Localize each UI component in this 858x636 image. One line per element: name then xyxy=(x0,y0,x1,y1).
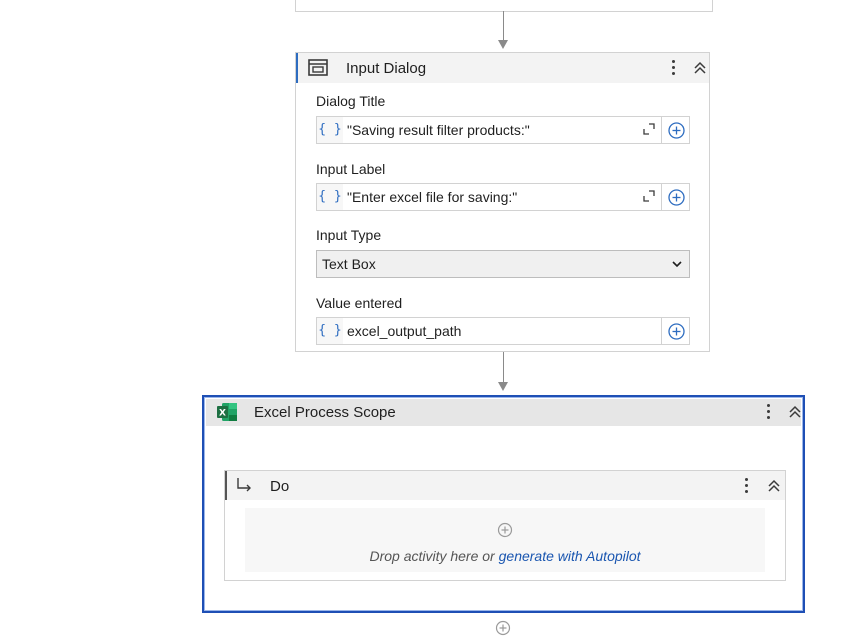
value-entered-label: Value entered xyxy=(316,295,403,311)
input-label-label: Input Label xyxy=(316,161,386,177)
field-separator xyxy=(661,184,662,210)
expand-editor-icon[interactable] xyxy=(643,190,655,202)
add-plus-icon[interactable] xyxy=(668,122,685,139)
connector-line xyxy=(503,352,504,383)
excel-icon: X xyxy=(217,403,237,421)
excel-scope-title: Excel Process Scope xyxy=(254,404,396,421)
window-icon xyxy=(308,59,328,76)
generate-with-autopilot-link[interactable]: generate with Autopilot xyxy=(498,548,641,564)
value-entered-field[interactable]: { } excel_output_path xyxy=(316,317,690,345)
input-dialog-card[interactable]: Input Dialog Dialog Title { } "Saving re… xyxy=(295,52,710,352)
field-separator xyxy=(661,117,662,143)
more-options-icon[interactable] xyxy=(672,60,676,78)
input-dialog-header[interactable]: Input Dialog xyxy=(296,53,709,83)
do-title: Do xyxy=(270,478,290,495)
chevron-down-icon[interactable] xyxy=(671,258,683,270)
expression-icon[interactable]: { } xyxy=(317,117,343,143)
more-options-icon[interactable] xyxy=(767,404,771,422)
excel-process-scope-card[interactable]: X Excel Process Scope Do xyxy=(202,395,805,613)
excel-scope-header[interactable]: X Excel Process Scope xyxy=(206,399,801,426)
input-type-label: Input Type xyxy=(316,227,382,243)
value-entered-value[interactable]: excel_output_path xyxy=(347,323,462,339)
add-activity-icon[interactable] xyxy=(495,620,511,636)
field-separator xyxy=(661,318,662,344)
dialog-title-label: Dialog Title xyxy=(316,93,386,109)
expand-editor-icon[interactable] xyxy=(643,123,655,135)
more-options-icon[interactable] xyxy=(745,478,749,496)
svg-text:X: X xyxy=(219,409,226,419)
input-type-select[interactable]: Text Box xyxy=(316,250,690,278)
input-label-value[interactable]: "Enter excel file for saving:" xyxy=(347,189,518,205)
input-label-field[interactable]: { } "Enter excel file for saving:" xyxy=(316,183,690,211)
connector-arrow-icon xyxy=(498,382,508,391)
branch-arrow-icon xyxy=(237,478,251,492)
dialog-title-value[interactable]: "Saving result filter products:" xyxy=(347,122,530,138)
collapse-icon[interactable] xyxy=(767,479,781,493)
dialog-title-field[interactable]: { } "Saving result filter products:" xyxy=(316,116,690,144)
add-activity-icon[interactable] xyxy=(497,522,513,538)
do-header[interactable]: Do xyxy=(225,471,785,500)
drop-hint: Drop activity here or generate with Auto… xyxy=(245,548,765,564)
previous-activity-card[interactable] xyxy=(295,0,713,12)
expression-icon[interactable]: { } xyxy=(317,318,343,344)
activity-drop-zone[interactable]: Drop activity here or generate with Auto… xyxy=(245,508,765,572)
input-dialog-title: Input Dialog xyxy=(346,60,427,77)
connector-line xyxy=(503,11,504,41)
add-plus-icon[interactable] xyxy=(668,189,685,206)
do-sequence-card[interactable]: Do Drop activity here or generate with A… xyxy=(224,470,786,581)
collapse-icon[interactable] xyxy=(693,61,707,75)
drop-hint-text: Drop activity here or xyxy=(369,548,495,564)
input-type-value: Text Box xyxy=(322,256,376,272)
expression-icon[interactable]: { } xyxy=(317,184,343,210)
connector-arrow-icon xyxy=(498,40,508,49)
add-plus-icon[interactable] xyxy=(668,323,685,340)
collapse-icon[interactable] xyxy=(788,405,802,419)
